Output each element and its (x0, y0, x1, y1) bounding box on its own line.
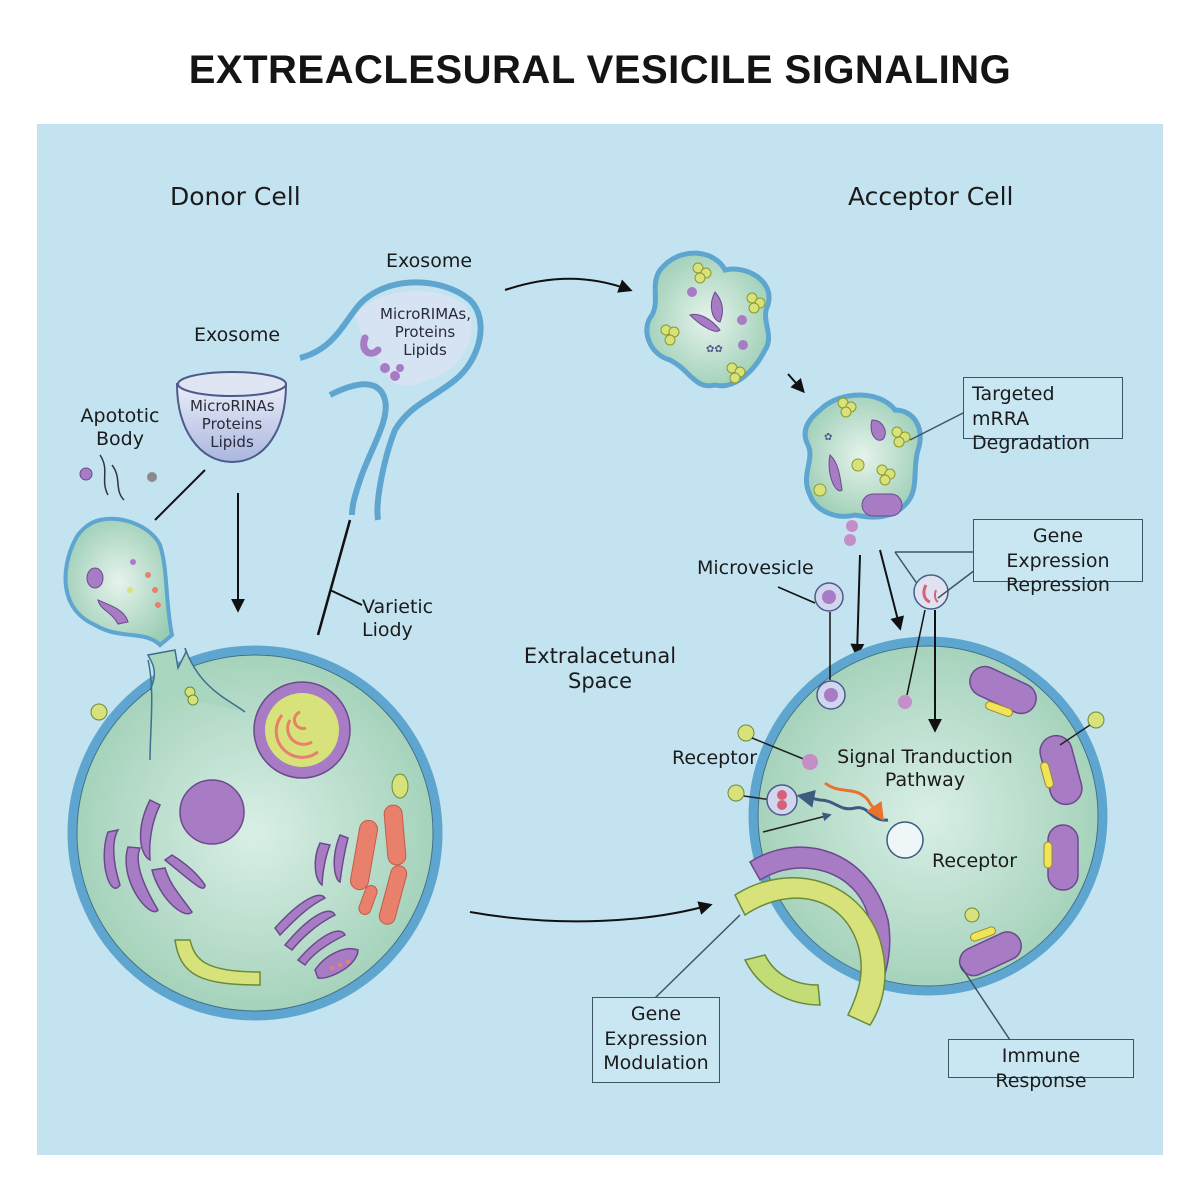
acceptor-cell-label: Acceptor Cell (848, 182, 1014, 211)
svg-text:✿: ✿ (824, 432, 832, 443)
svg-text:✿✿: ✿✿ (706, 344, 723, 355)
gene-modulation-box: Gene Expression Modulation (592, 997, 720, 1083)
receptor-circle (886, 821, 924, 859)
apoptotic-body-label: Apototic Body (80, 405, 160, 450)
exosome-flask (299, 279, 484, 521)
acceptor-vesicle-1: ✿✿ (644, 250, 772, 389)
endoplasmic-reticulum-left (103, 798, 206, 915)
varietic-body-label: Varietic Liody (362, 596, 434, 641)
acceptor-cell (727, 609, 1108, 1041)
diagram-title: EXTREACLESURAL VESICILE SIGNALING (188, 48, 1012, 92)
acceptor-vesicle-2: ✿ (802, 392, 923, 520)
apoptotic-body (63, 454, 175, 648)
exosome-left-label: Exosome (194, 324, 281, 346)
nucleolus (179, 779, 245, 845)
vacuole (174, 939, 261, 986)
donor-cell-label: Donor Cell (170, 182, 301, 211)
golgi-right (274, 834, 359, 979)
exosome-top-label: Exosome (386, 250, 473, 272)
exosome-flask-cargo: MicroRIMAs, Proteins Lipids (380, 305, 472, 359)
gene-repression-box: Gene Expression Repression (973, 519, 1143, 596)
exosome-cup-cargo: MicroRINAs Proteins Lipids (190, 397, 275, 451)
nucleus (253, 681, 351, 779)
receptor-right-label: Receptor (932, 850, 1018, 872)
donor-cell (67, 645, 443, 1021)
exosome-cup (175, 371, 288, 464)
extracellular-space-label: Extralacetunal Space (523, 644, 677, 694)
mitochondria (349, 804, 408, 925)
receptor-left-label: Receptor (672, 747, 758, 769)
microvesicle (814, 582, 844, 612)
immune-response-box: Immune Response (948, 1039, 1134, 1092)
signal-pathway-label: Signal Tranduction Pathway (837, 746, 1013, 791)
repression-vesicle (913, 574, 949, 610)
microvesicle-label: Microvesicle (697, 557, 814, 579)
targeted-degradation-box: Targeted mRRA Degradation (963, 377, 1123, 454)
vesicle-dot (90, 703, 108, 721)
